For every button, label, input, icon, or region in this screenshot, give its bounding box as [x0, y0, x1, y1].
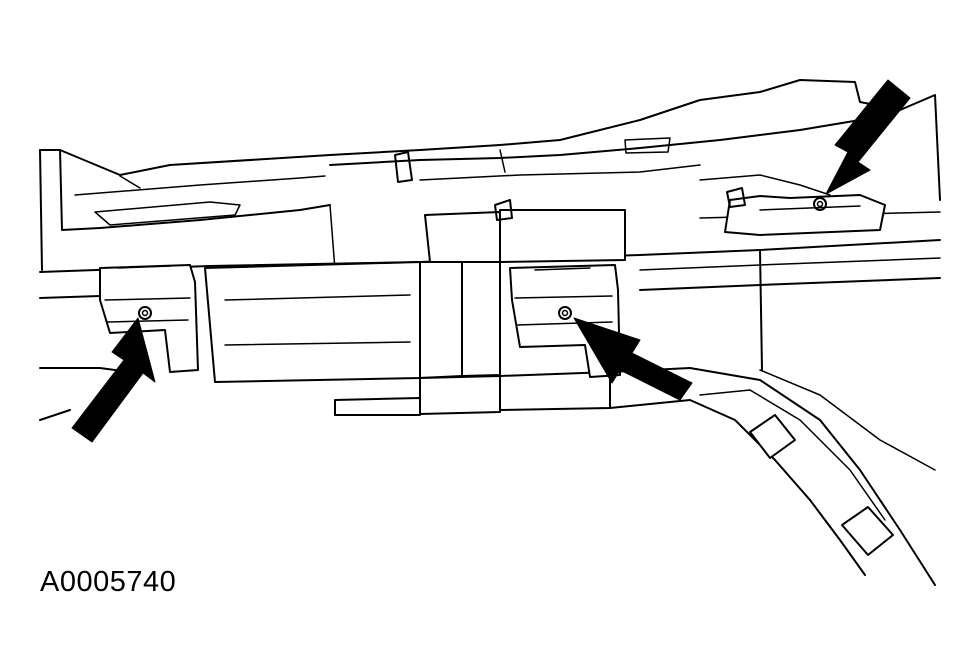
upper-right-hanger	[494, 187, 886, 236]
arrow-right-bracket	[573, 317, 693, 401]
figure-id-label: A0005740	[40, 566, 177, 598]
arrow-upper-hanger	[825, 79, 911, 195]
curved-exhaust-pipe	[609, 367, 936, 586]
center-tube	[204, 209, 626, 416]
left-mount-bracket	[99, 264, 199, 373]
callout-arrows	[71, 79, 911, 443]
arrow-left-bracket	[71, 317, 156, 443]
